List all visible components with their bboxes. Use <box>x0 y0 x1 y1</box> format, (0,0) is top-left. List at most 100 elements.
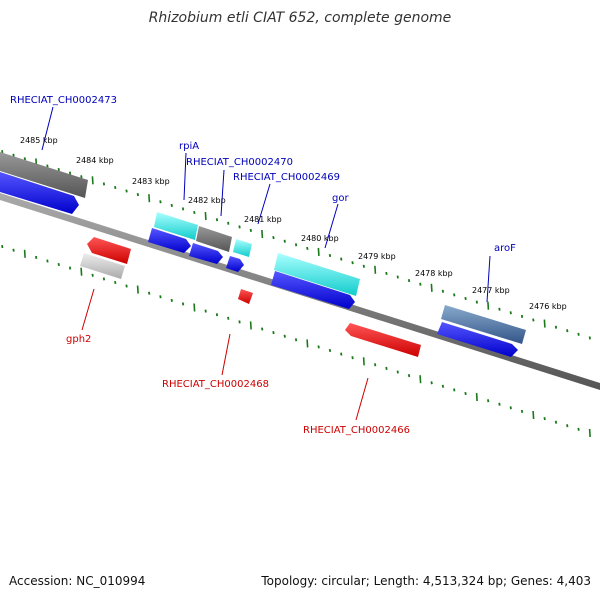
kbp-label: 2477 kbp <box>472 286 510 295</box>
ruler-minor-tick <box>396 370 399 374</box>
ruler-minor-tick <box>351 356 354 360</box>
ruler-minor-tick <box>227 316 230 320</box>
ruler-minor-tick <box>272 331 275 335</box>
summary-text: Topology: circular; Length: 4,513,324 bp… <box>261 574 591 588</box>
ruler-major-tick <box>249 321 252 330</box>
ruler-minor-tick <box>249 228 252 232</box>
ruler-minor-tick <box>362 264 365 268</box>
kbp-label: 2478 kbp <box>415 269 453 278</box>
gene-label-arof[interactable]: aroF <box>494 243 516 254</box>
feature-cyan-rpia[interactable] <box>154 212 198 240</box>
gene-label-gph2[interactable]: gph2 <box>66 334 91 345</box>
cds-forward-gor[interactable] <box>271 271 355 309</box>
ruler-minor-tick <box>407 374 411 378</box>
ruler-minor-tick <box>430 381 433 385</box>
ruler-minor-tick <box>396 275 399 279</box>
lower-position-ruler <box>1 245 591 437</box>
kbp-label: 2484 kbp <box>76 156 114 165</box>
ruler-minor-tick <box>215 218 219 222</box>
ruler-minor-tick <box>181 207 185 211</box>
gene-label-rheciat-ch0002469[interactable]: RHECIAT_CH0002469 <box>233 172 340 183</box>
gene-label-rheciat-ch0002466[interactable]: RHECIAT_CH0002466 <box>303 425 410 436</box>
ruler-minor-tick <box>261 327 264 331</box>
forward-label-connectors <box>41 106 491 303</box>
gene-label-rheciat-ch0002468[interactable]: RHECIAT_CH0002468 <box>162 379 269 390</box>
ruler-minor-tick <box>475 300 478 304</box>
gene-label-rheciat-ch0002470[interactable]: RHECIAT_CH0002470 <box>186 157 293 168</box>
ruler-minor-tick <box>80 175 83 179</box>
ruler-minor-tick <box>294 243 298 247</box>
cds-reverse-unlabeled[interactable] <box>87 237 131 264</box>
ruler-minor-tick <box>306 246 309 250</box>
ruler-minor-tick <box>566 329 569 333</box>
ruler-minor-tick <box>464 296 467 301</box>
ruler-minor-tick <box>520 314 524 318</box>
kbp-labels: 2485 kbp 2484 kbp 2483 kbp 2482 kbp 2481… <box>20 136 567 311</box>
ruler-minor-tick <box>159 295 162 299</box>
feature-cyan-rheciat-ch0002469[interactable] <box>233 239 252 257</box>
ruler-minor-tick <box>68 171 72 175</box>
ruler-major-tick <box>588 428 591 437</box>
ruler-minor-tick <box>487 399 490 403</box>
ruler-minor-tick <box>385 366 388 370</box>
ruler-minor-tick <box>328 253 332 258</box>
ruler-major-tick <box>487 301 490 310</box>
ruler-minor-tick <box>577 427 580 431</box>
cds-forward-rheciat-ch0002469[interactable] <box>226 256 244 272</box>
cds-reverse-rheciat-ch0002466[interactable] <box>345 323 421 357</box>
ruler-minor-tick <box>509 406 512 410</box>
ruler-minor-tick <box>215 313 219 317</box>
accession-text: Accession: NC_010994 <box>9 574 146 588</box>
ruler-minor-tick <box>407 279 411 283</box>
ruler-minor-tick <box>543 417 546 421</box>
ruler-major-tick <box>261 229 264 239</box>
ruler-minor-tick <box>125 284 128 288</box>
reverse-label-connectors <box>81 288 369 421</box>
cds-forward-arof[interactable] <box>437 322 518 357</box>
ruler-minor-tick <box>1 150 4 154</box>
ruler-minor-tick <box>509 311 512 315</box>
ruler-minor-tick <box>532 318 535 322</box>
ruler-minor-tick <box>520 409 524 413</box>
feature-cyan-gor[interactable] <box>274 253 360 296</box>
feature-light-gph2[interactable] <box>80 253 125 279</box>
gene-label-gor[interactable]: gor <box>332 193 349 204</box>
ruler-minor-tick <box>441 289 445 293</box>
ruler-minor-tick <box>136 193 139 197</box>
ruler-minor-tick <box>23 157 26 161</box>
ruler-major-tick <box>23 249 26 258</box>
kbp-label: 2485 kbp <box>20 136 58 145</box>
ruler-major-tick <box>374 265 377 274</box>
cds-forward-rheciat-ch0002470[interactable] <box>189 243 223 264</box>
ruler-major-tick <box>430 283 433 292</box>
ruler-major-tick <box>306 339 309 348</box>
ruler-major-tick <box>80 267 83 276</box>
ruler-major-tick <box>362 357 365 366</box>
cds-forward-rpia[interactable] <box>148 228 191 253</box>
ruler-minor-tick <box>294 338 298 342</box>
cds-forward-rheciat-ch0002473[interactable] <box>0 172 79 214</box>
feature-gray-rheciat-ch0002470[interactable] <box>196 226 232 252</box>
ruler-minor-tick <box>148 291 151 295</box>
ruler-minor-tick <box>566 424 569 428</box>
ruler-minor-tick <box>328 348 332 353</box>
cds-reverse-small[interactable] <box>238 289 253 304</box>
ruler-minor-tick <box>385 271 388 275</box>
ruler-minor-tick <box>57 262 60 267</box>
ruler-minor-tick <box>498 307 501 311</box>
ruler-major-tick <box>419 375 422 384</box>
gene-label-rheciat-ch0002473[interactable]: RHECIAT_CH0002473 <box>10 95 117 106</box>
ruler-minor-tick <box>453 293 456 297</box>
ruler-minor-tick <box>498 402 501 406</box>
feature-gray-rheciat-ch0002473[interactable] <box>0 152 88 198</box>
gene-label-rpia[interactable]: rpiA <box>179 141 199 152</box>
ruler-minor-tick <box>1 245 4 249</box>
ruler-minor-tick <box>283 334 286 338</box>
feature-steel-arof[interactable] <box>441 305 526 344</box>
kbp-label: 2476 kbp <box>529 302 567 311</box>
kbp-label: 2482 kbp <box>188 196 226 205</box>
ruler-minor-tick <box>12 153 15 157</box>
ruler-minor-tick <box>453 388 456 392</box>
